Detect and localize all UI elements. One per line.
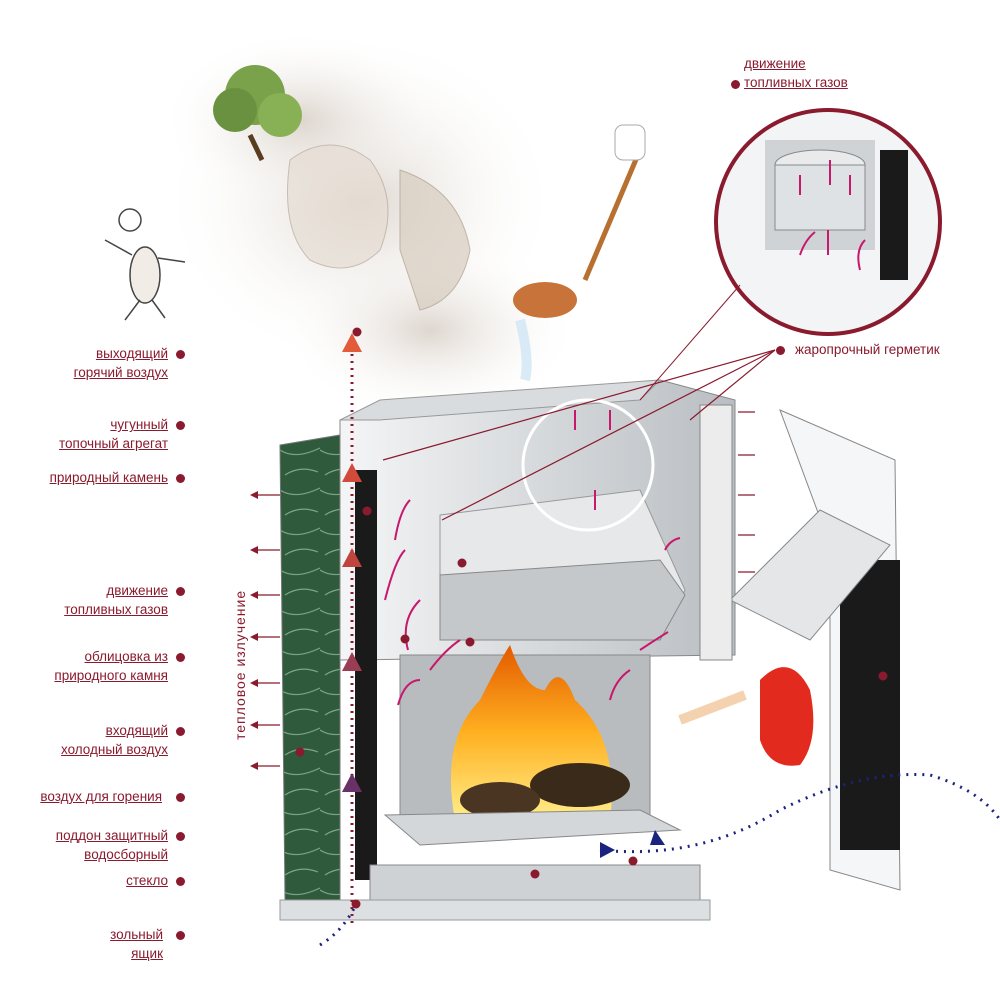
- label-dot: [776, 346, 785, 355]
- label-dot: [176, 474, 185, 483]
- dragon-icon: [678, 667, 814, 766]
- label-dot: [176, 587, 185, 596]
- heat-arrows-left: [255, 494, 280, 767]
- detail-marker: [521, 398, 655, 532]
- gas-flow-arrows: [384, 160, 866, 706]
- figure-icon: [104, 208, 186, 321]
- label-dot: [731, 80, 740, 89]
- feed-chute: [729, 509, 891, 641]
- label-dot: [176, 832, 185, 841]
- label-dot: [176, 653, 185, 662]
- heat-arrows-right: [738, 411, 755, 573]
- right-channel: [699, 404, 733, 661]
- air-triangles: [342, 333, 362, 792]
- label-dot: [176, 350, 185, 359]
- label-dot: [176, 727, 185, 736]
- label-dot: [176, 931, 185, 940]
- fire-icon: [450, 645, 630, 820]
- label-sealant: жаропрочный герметик: [795, 342, 940, 357]
- stove-top: [339, 379, 662, 421]
- label-stone: природный камень: [49, 470, 168, 485]
- broom-icon: [213, 65, 302, 162]
- stone-cladding: [279, 434, 341, 906]
- door-frame: [840, 560, 900, 850]
- bather-figure-icon: [287, 144, 471, 311]
- label-dot: [176, 793, 185, 802]
- label-dot: [176, 877, 185, 886]
- zoom-detail: [714, 108, 942, 336]
- label-dot: [176, 421, 185, 430]
- base-plate: [279, 899, 711, 921]
- ladle-icon: [513, 124, 646, 382]
- label-glass: стекло: [126, 873, 168, 888]
- heat-radiation-label: тепловое излучение: [232, 589, 248, 740]
- deflector: [439, 559, 686, 641]
- grate: [383, 809, 682, 846]
- label-combustion-air: воздух для горения: [40, 789, 162, 804]
- side-channel: [355, 470, 377, 880]
